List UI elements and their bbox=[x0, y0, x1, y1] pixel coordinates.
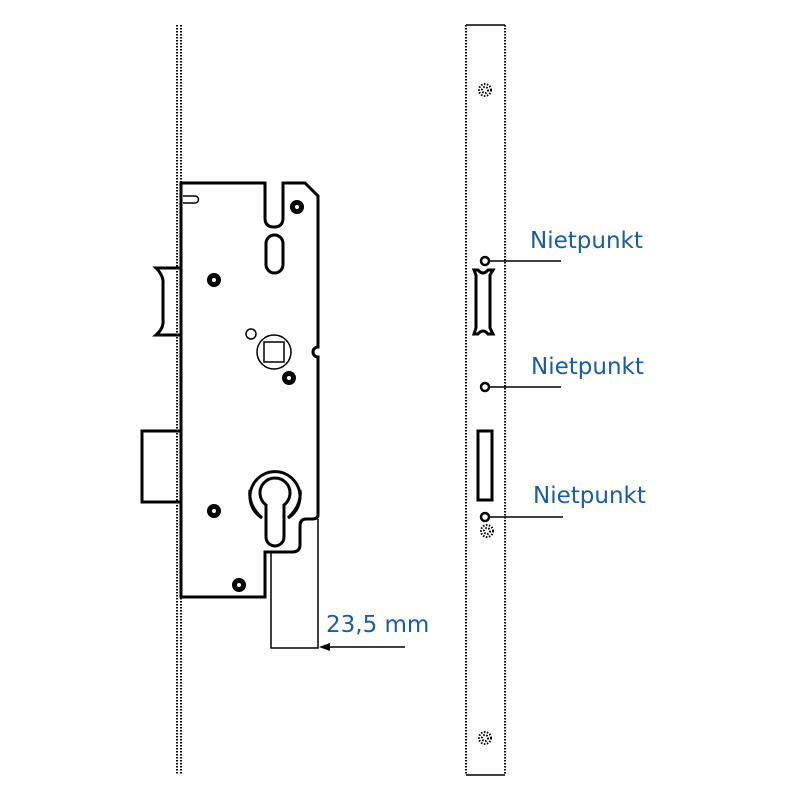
top-pin bbox=[183, 195, 200, 204]
screw-icon bbox=[207, 200, 304, 592]
lock-body bbox=[179, 181, 320, 599]
latch-bolt bbox=[152, 266, 181, 337]
cylinder-cutout bbox=[248, 470, 302, 548]
strike-plate bbox=[465, 24, 506, 776]
slot-oval bbox=[264, 233, 285, 275]
rivet-label-2: Nietpunkt bbox=[531, 354, 644, 380]
deadbolt bbox=[140, 429, 183, 504]
small-hole bbox=[245, 328, 257, 340]
follower-square bbox=[256, 334, 292, 370]
rivet-label-3: Nietpunkt bbox=[533, 483, 646, 509]
dimension-label: 23,5 mm bbox=[326, 612, 429, 638]
dimension-lines bbox=[270, 519, 405, 651]
rivet-point bbox=[479, 255, 563, 523]
rivet-label-1: Nietpunkt bbox=[530, 228, 643, 254]
